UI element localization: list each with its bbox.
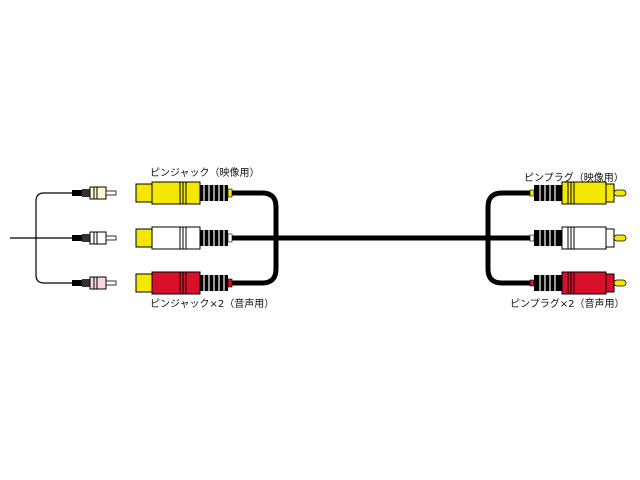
label-pin-jack-audio: ピンジャック×2（音声用）: [150, 297, 274, 310]
small-plug-audio-red: [72, 276, 117, 290]
small-plug-video: [72, 186, 117, 200]
label-pin-jack-video: ピンジャック（映像用）: [150, 167, 260, 179]
pin-jack-audio-red: [135, 271, 233, 295]
pin-plug-audio-red: [529, 271, 627, 295]
main-cable: [232, 190, 530, 286]
small-plug-audio-white: [72, 231, 117, 245]
label-pin-plug-video: ピンプラグ（映像用）: [524, 171, 624, 184]
pin-jack-video: [135, 181, 233, 205]
pin-plug-video: [529, 181, 627, 205]
pin-jack-audio-white: [135, 226, 233, 250]
thin-input-wires: [10, 192, 72, 284]
pin-plug-audio-white: [529, 226, 627, 250]
label-pin-plug-audio: ピンプラグ×2（音声用）: [510, 297, 624, 310]
